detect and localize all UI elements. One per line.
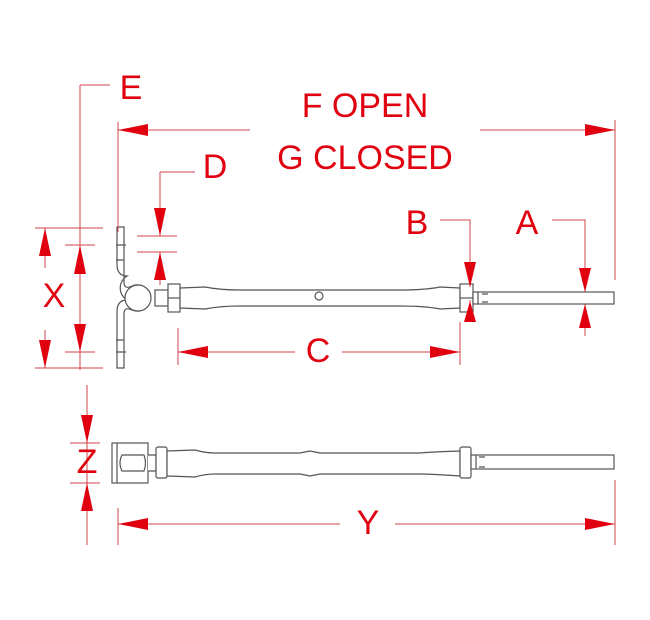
label-a: A: [516, 204, 539, 242]
threaded-rod: [472, 291, 615, 305]
label-f-open: F OPEN: [302, 87, 429, 125]
label-z: Z: [77, 443, 98, 481]
label-g-closed: G CLOSED: [277, 139, 453, 177]
nut-left-side: [155, 446, 168, 479]
sight-hole: [314, 291, 324, 301]
label-x: X: [43, 277, 66, 315]
stud: [154, 289, 169, 307]
dimension-lines: [35, 84, 616, 545]
nut-right-side: [459, 446, 472, 479]
eye-pin: [124, 284, 152, 312]
label-b: B: [406, 204, 429, 242]
label-e: E: [120, 69, 143, 107]
top-view-part: [116, 226, 615, 369]
side-view-part: [111, 442, 615, 484]
label-c: C: [306, 332, 331, 370]
turnbuckle-body-side: [166, 449, 461, 478]
threaded-rod-side: [470, 454, 615, 470]
label-y: Y: [357, 504, 380, 542]
label-d: D: [203, 148, 228, 186]
